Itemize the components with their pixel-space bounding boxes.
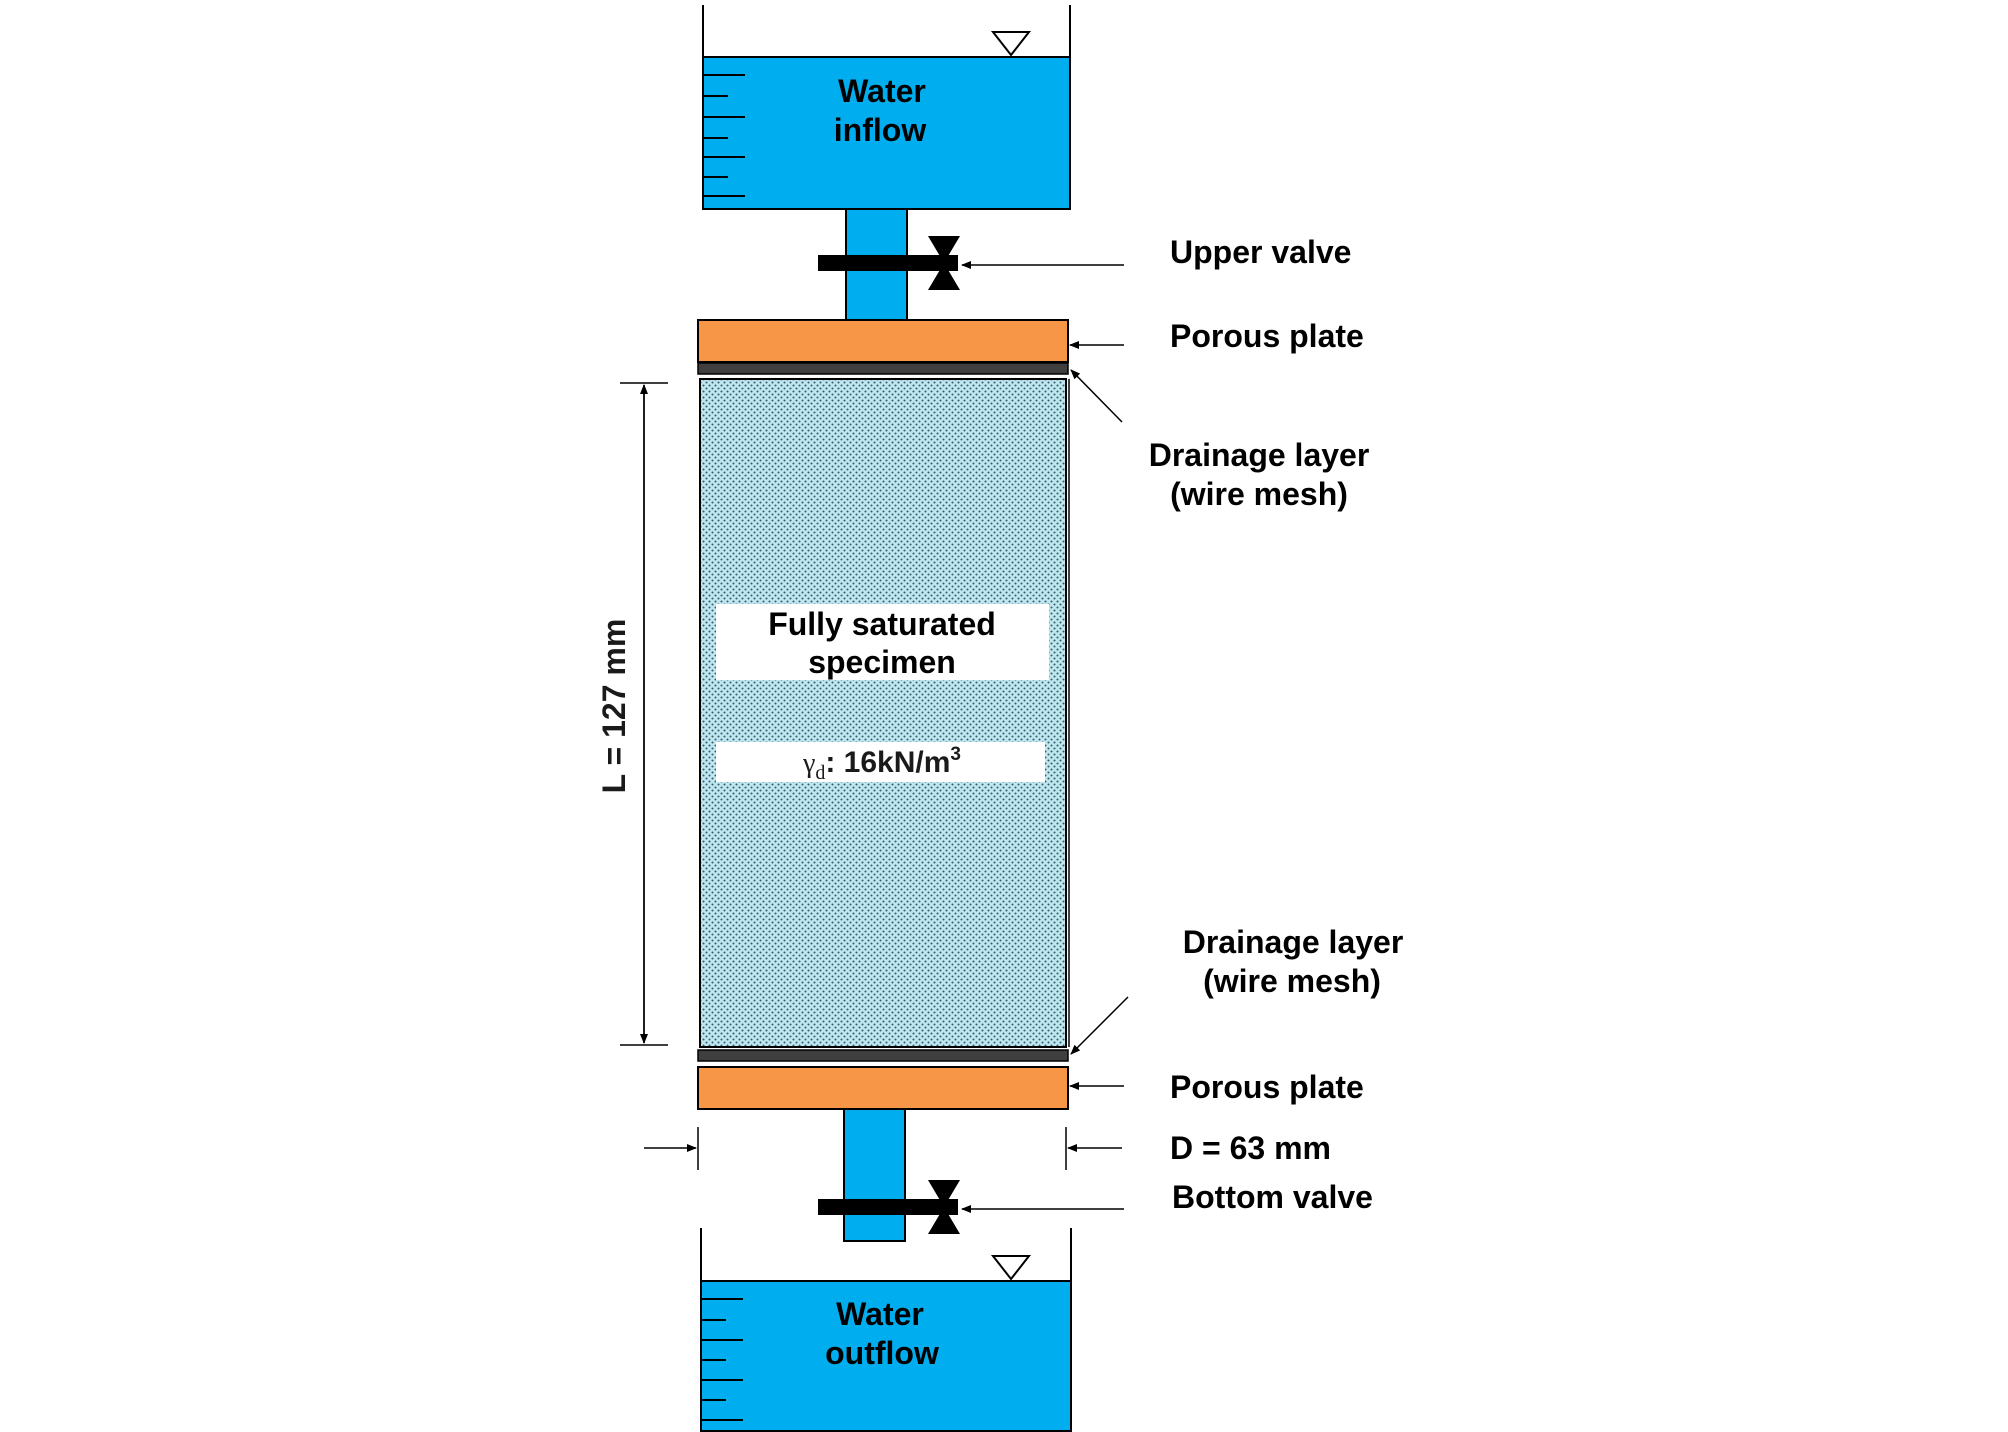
bottom-valve-icon (818, 1180, 960, 1234)
porous-plate-bottom-label: Porous plate (1170, 1069, 1364, 1105)
length-dimension (620, 382, 668, 1046)
drainage-layer-bottom (697, 1049, 1069, 1062)
upper-valve-icon (818, 236, 960, 290)
drainage-top-label-line2: (wire mesh) (1170, 476, 1348, 512)
porous-plate-bottom (697, 1066, 1069, 1110)
specimen-label-line1: Fully saturated (768, 606, 996, 642)
bottom-valve-label: Bottom valve (1172, 1179, 1373, 1215)
drainage-bottom-leader (1070, 996, 1129, 1055)
specimen (699, 378, 1067, 1048)
inflow-label-line2: inflow (834, 112, 927, 148)
bottom-pipe (843, 1108, 906, 1242)
porous-plate-top (697, 319, 1069, 363)
outflow-label-line2: outflow (825, 1335, 939, 1371)
water-level-triangle-icon (990, 1255, 1032, 1281)
drainage-bottom-label-line1: Drainage layer (1183, 924, 1404, 960)
outflow-water (700, 1280, 1072, 1432)
specimen-label-box: Fully saturated specimen (716, 604, 1049, 680)
diameter-label: D = 63 mm (1170, 1130, 1331, 1166)
outflow-scale (701, 1298, 743, 1421)
inflow-tank: Water inflow (702, 5, 1071, 210)
inflow-water (702, 56, 1071, 210)
drainage-bottom-label-line2: (wire mesh) (1203, 963, 1381, 999)
inflow-scale (703, 74, 745, 197)
drainage-top-label-line1: Drainage layer (1149, 437, 1370, 473)
drainage-top-leader (1070, 369, 1123, 423)
specimen-label-line2: specimen (808, 644, 956, 680)
outflow-label-line1: Water (836, 1296, 924, 1332)
upper-valve-label: Upper valve (1170, 234, 1351, 270)
density-label: γd: 16kN/m3 (802, 744, 961, 784)
water-level-triangle-icon (990, 31, 1032, 57)
diameter-dimension (644, 1127, 1122, 1170)
callout-leaders (961, 261, 1129, 1213)
length-label: L = 127 mm (596, 619, 632, 794)
porous-plate-top-label: Porous plate (1170, 318, 1364, 354)
outflow-tank: Water outflow (700, 1228, 1072, 1432)
drainage-layer-top (697, 362, 1069, 375)
density-label-box: γd: 16kN/m3 (716, 742, 1045, 784)
inflow-label-line1: Water (838, 73, 926, 109)
